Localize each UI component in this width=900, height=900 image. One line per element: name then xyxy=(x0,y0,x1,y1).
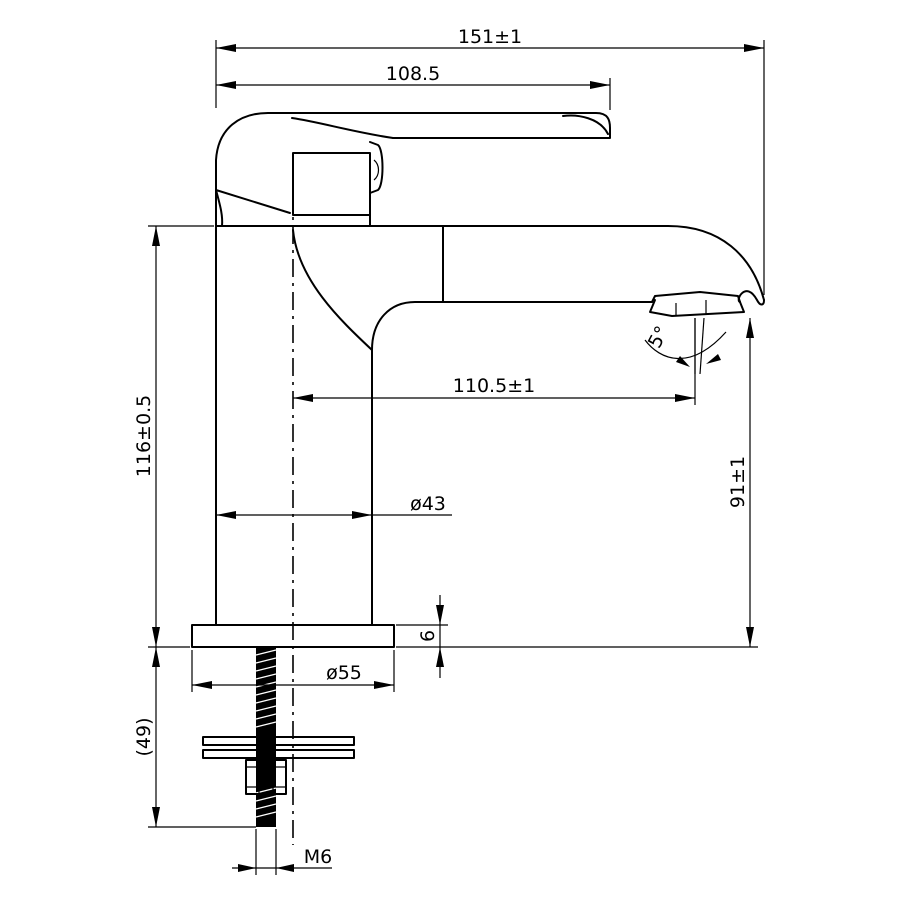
dim-outlet-height-label: 91±1 xyxy=(727,456,749,508)
dim-outlet-height: 91±1 xyxy=(396,318,758,648)
handle-lever xyxy=(215,112,611,227)
dim-body-height-label: 116±0.5 xyxy=(133,395,155,477)
faucet-body xyxy=(215,225,765,626)
dim-base-thickness: 6 xyxy=(396,595,448,678)
dim-handle-length: 108.5 xyxy=(216,63,611,110)
dim-aerator-angle-label: 5° xyxy=(644,322,674,351)
dim-base-diameter-label: ø55 xyxy=(326,662,362,684)
dim-body-height: 116±0.5 xyxy=(133,225,214,648)
dim-spout-reach-label: 110.5±1 xyxy=(453,375,535,397)
dim-overall-width-label: 151±1 xyxy=(458,26,522,48)
dim-body-diameter-label: ø43 xyxy=(410,493,446,515)
dim-thread-length: (49) xyxy=(133,647,256,828)
dim-thread-length-label: (49) xyxy=(133,717,155,756)
dim-base-diameter: ø55 xyxy=(191,650,395,692)
dim-thread-size-label: M6 xyxy=(304,846,332,868)
dim-base-thickness-label: 6 xyxy=(417,630,439,642)
dim-body-diameter: ø43 xyxy=(216,493,452,519)
dim-aerator-angle: 5° xyxy=(644,317,727,375)
dim-handle-length-label: 108.5 xyxy=(386,63,440,85)
dim-overall-width: 151±1 xyxy=(215,26,765,295)
dim-thread-size: M6 xyxy=(232,829,332,875)
